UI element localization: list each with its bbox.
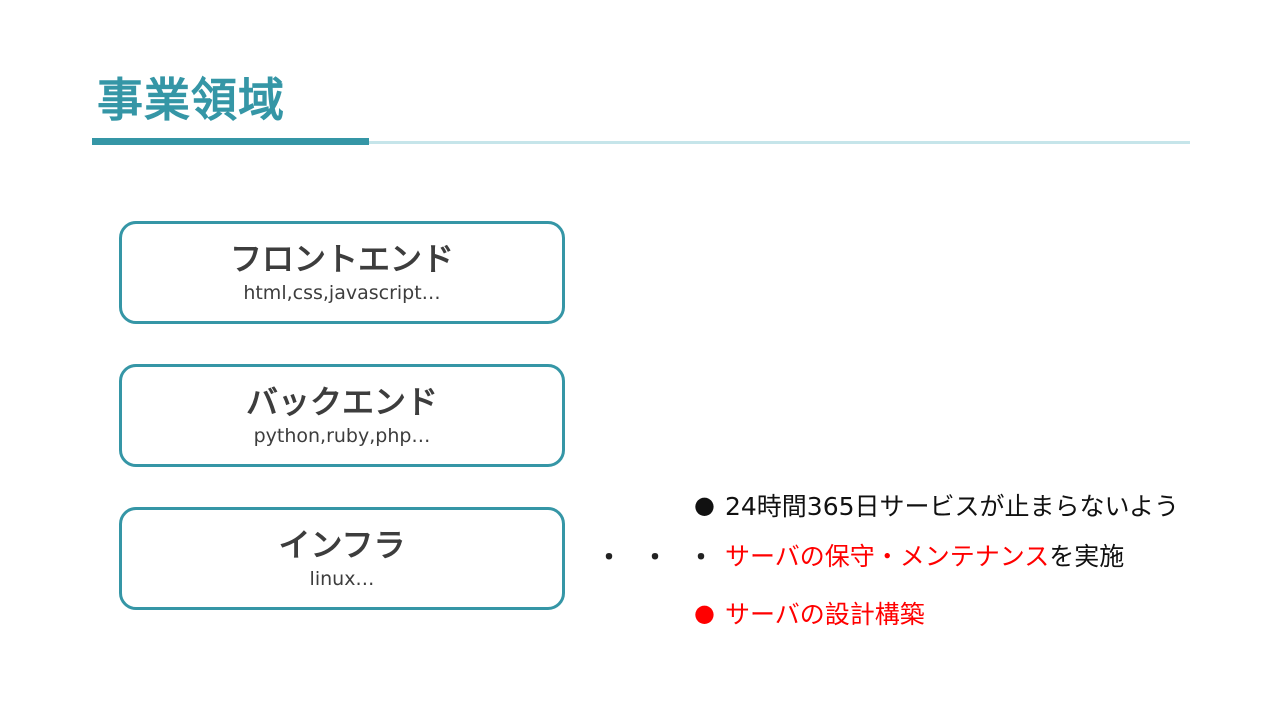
title-underline-accent	[92, 138, 369, 145]
infra-title: インフラ	[278, 526, 406, 564]
slide-title: 事業領域	[97, 73, 285, 127]
bullet-text-line1: 24時間365日サービスが止まらないよう	[725, 492, 1180, 521]
frontend-title: フロントエンド	[229, 240, 454, 278]
title-underline-light	[369, 141, 1190, 144]
bullet-text-design: サーバの設計構築	[725, 600, 925, 629]
bullet-dot-icon: ●	[694, 599, 715, 627]
frontend-box: フロントエンド html,css,javascript…	[119, 221, 565, 324]
bullet-text-highlight: サーバの保守・メンテナンス	[725, 542, 1050, 571]
bullet-item-design: ● サーバの設計構築	[692, 590, 1252, 640]
ellipsis: ・・・	[596, 543, 735, 573]
bullet-dot-icon: ●	[694, 491, 715, 519]
frontend-tech: html,css,javascript…	[243, 282, 441, 304]
infra-tech: linux…	[309, 568, 375, 590]
bullet-text-suffix: を実施	[1049, 542, 1125, 571]
backend-tech: python,ruby,php…	[253, 425, 431, 447]
backend-title: バックエンド	[245, 383, 438, 421]
backend-box: バックエンド python,ruby,php…	[119, 364, 565, 467]
bullet-list: ● 24時間365日サービスが止まらないよう サーバの保守・メンテナンスを実施 …	[692, 482, 1252, 648]
infra-box: インフラ linux…	[119, 507, 565, 610]
bullet-item-maintenance: ● 24時間365日サービスが止まらないよう サーバの保守・メンテナンスを実施	[692, 482, 1252, 582]
